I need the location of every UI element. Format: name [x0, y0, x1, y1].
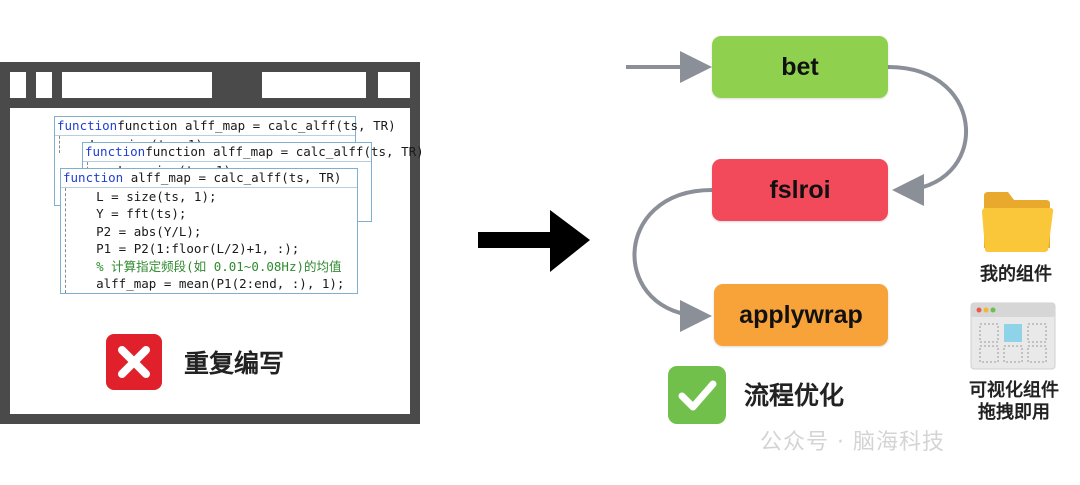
code-window: functionfunction alff_map = calc_alff(ts…: [0, 62, 424, 424]
drag-components-label: 可视化组件 拖拽即用: [956, 380, 1072, 424]
window-tab-small-left: [10, 72, 26, 98]
code-line: L = size(ts, 1);: [66, 188, 217, 204]
window-tab-wide: [62, 72, 212, 98]
window-tab-corner: [378, 72, 410, 98]
node-bet: bet: [712, 36, 888, 98]
node-fslroi: fslroi: [712, 159, 888, 221]
code-line: alff_map = mean(P1(2:end, :), 1);: [66, 276, 345, 291]
my-components-label: 我的组件: [980, 264, 1052, 285]
drag-label-line2: 拖拽即用: [978, 402, 1050, 423]
fslroi-to-applywrap-arrow: [632, 188, 713, 332]
check-icon: [668, 366, 726, 424]
x-icon: [106, 334, 162, 390]
right-arrow-icon: [478, 210, 590, 272]
visual-components-icon: [970, 302, 1056, 370]
code-snippet-front: function alff_map = calc_alff(ts, TR) L …: [60, 168, 358, 294]
code-comment-line: % 计算指定频段(如 0.01~0.08Hz)的均值: [66, 258, 342, 274]
window-tab-small: [36, 72, 52, 98]
code-header-text: function alff_map = calc_alff(ts, TR): [145, 144, 424, 159]
code-line: P1 = P2(1:floor(L/2)+1, :);: [66, 241, 300, 256]
keyword: function: [63, 170, 124, 185]
drag-label-line1: 可视化组件: [969, 380, 1059, 401]
workflow-optimization-label: 流程优化: [744, 381, 845, 410]
window-body: functionfunction alff_map = calc_alff(ts…: [10, 108, 424, 414]
code-line: Y = fft(ts);: [66, 206, 187, 221]
keyword: function: [85, 144, 146, 159]
window-tab-right: [262, 72, 366, 98]
node-applywrap: applywrap: [714, 284, 888, 346]
code-header-text: alff_map = calc_alff(ts, TR): [123, 170, 342, 185]
code-header-text: function alff_map = calc_alff(ts, TR): [117, 118, 396, 133]
repeat-writing-label: 重复编写: [184, 349, 285, 378]
folder-icon: [982, 192, 1054, 252]
watermark: 公众号 · 脑海科技: [760, 430, 945, 455]
bet-to-fslroi-arrow: [887, 65, 968, 206]
code-line: P2 = abs(Y/L);: [66, 223, 202, 239]
